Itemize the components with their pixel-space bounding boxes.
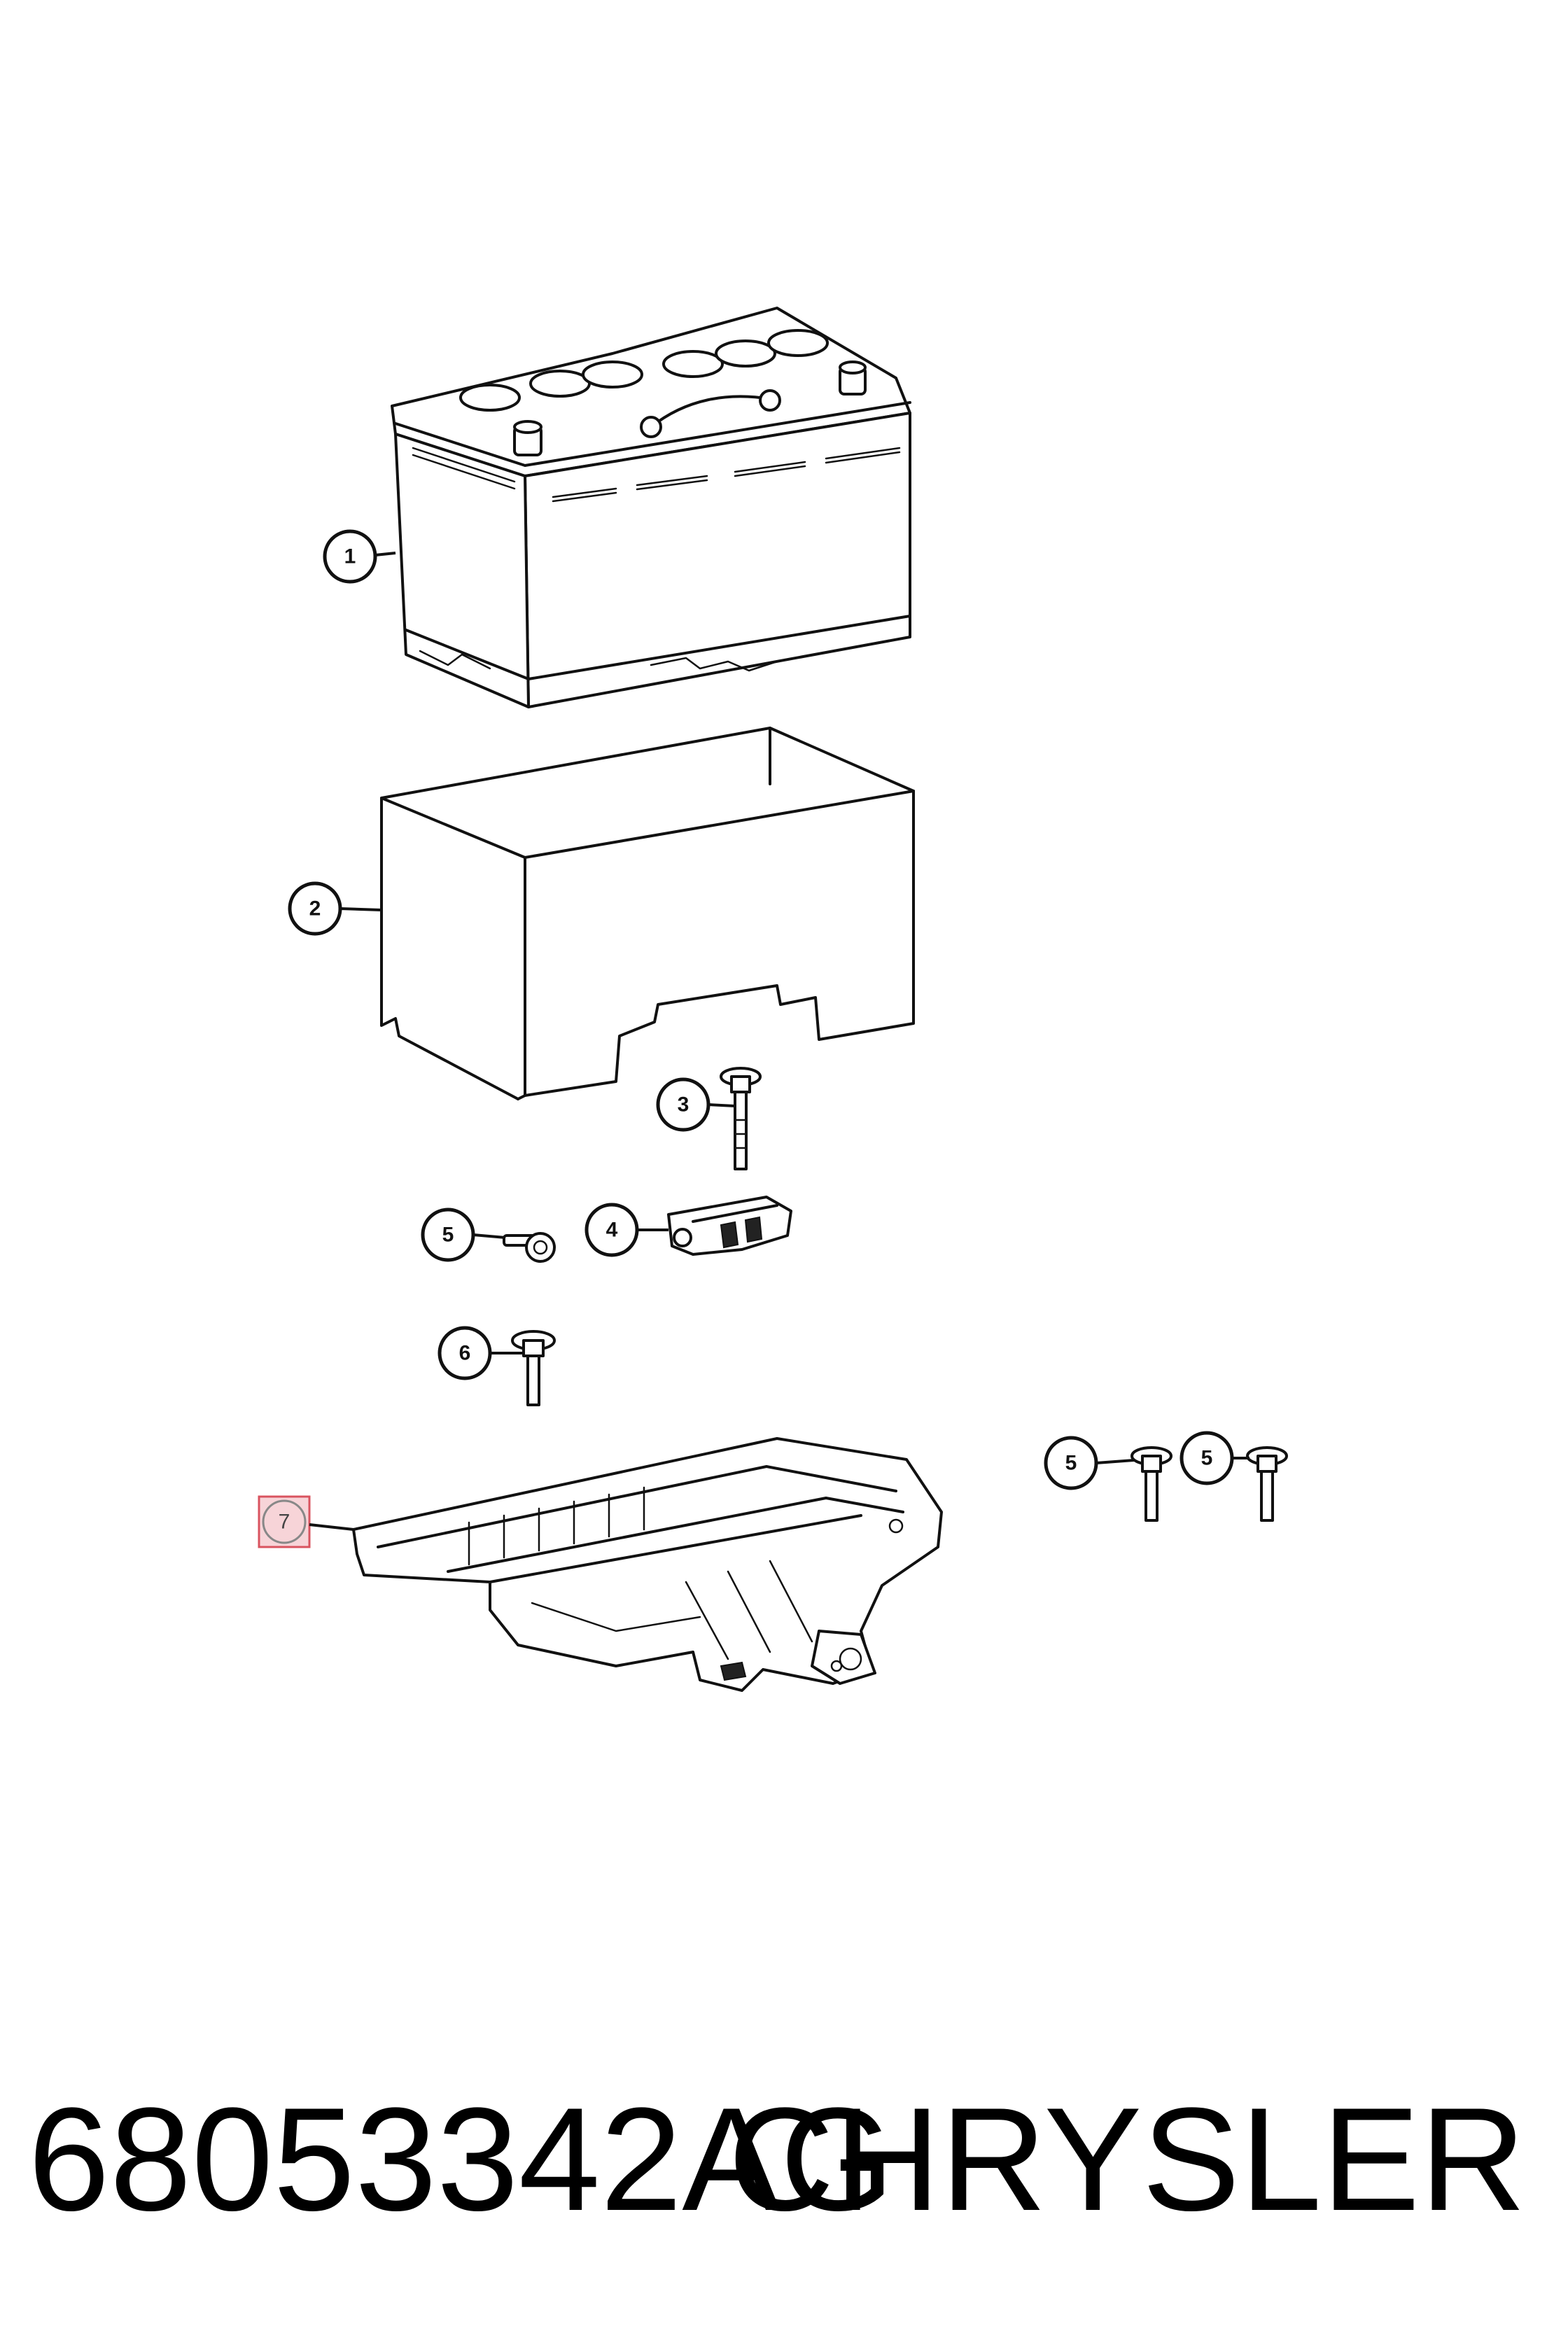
callout-5a-label: 5 bbox=[442, 1224, 454, 1247]
callout-5c[interactable]: 5 bbox=[1180, 1431, 1250, 1485]
callout-5a[interactable]: 5 bbox=[421, 1208, 506, 1262]
bolt-part-5b[interactable] bbox=[1130, 1446, 1172, 1522]
callout-6-label: 6 bbox=[459, 1342, 471, 1365]
hold-down-clamp-part-4[interactable] bbox=[667, 1196, 792, 1256]
callout-2-label: 2 bbox=[309, 897, 321, 920]
callout-5c-label: 5 bbox=[1201, 1447, 1213, 1470]
callout-7-label: 7 bbox=[279, 1511, 290, 1534]
callout-4[interactable]: 4 bbox=[584, 1203, 668, 1257]
callout-5b[interactable]: 5 bbox=[1044, 1436, 1135, 1490]
part-caption: 68053342AG CHRYSLER bbox=[28, 2072, 1540, 2247]
part-number: 68053342AG bbox=[28, 2077, 895, 2241]
callout-3[interactable]: 3 bbox=[656, 1077, 736, 1132]
callout-4-label: 4 bbox=[606, 1219, 618, 1242]
bolt-part-6[interactable] bbox=[511, 1330, 556, 1406]
callout-3-label: 3 bbox=[678, 1093, 690, 1116]
callout-6[interactable]: 6 bbox=[438, 1326, 524, 1380]
bolt-part-5a[interactable] bbox=[503, 1232, 556, 1263]
callout-2[interactable]: 2 bbox=[288, 881, 382, 936]
callout-5b-label: 5 bbox=[1065, 1452, 1077, 1475]
callout-1-label: 1 bbox=[344, 545, 356, 568]
brand-name: CHRYSLER bbox=[728, 2077, 1526, 2241]
battery-sleeve-part-2[interactable] bbox=[380, 727, 915, 1100]
bolt-part-3[interactable] bbox=[720, 1067, 762, 1170]
bolt-part-5c[interactable] bbox=[1246, 1446, 1288, 1522]
battery-tray-part-7[interactable] bbox=[352, 1437, 943, 1692]
callout-1[interactable]: 1 bbox=[323, 529, 396, 584]
callout-7[interactable]: 7 bbox=[258, 1495, 354, 1548]
battery-part-1[interactable] bbox=[391, 307, 911, 708]
